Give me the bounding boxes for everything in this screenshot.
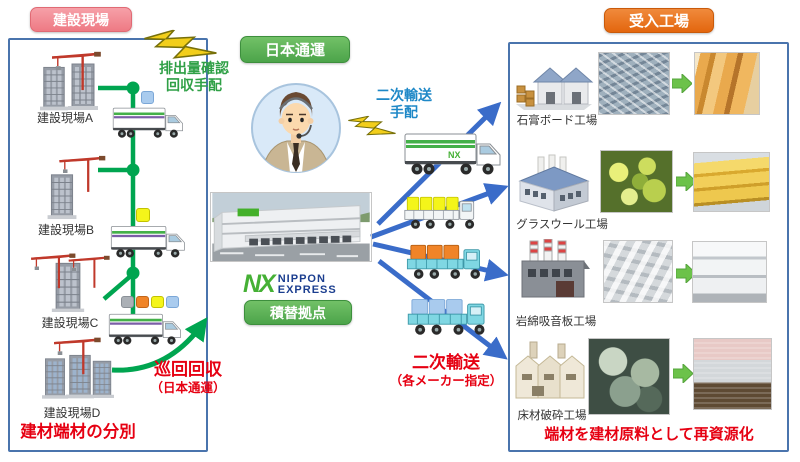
truck-icon [110,225,185,258]
separation-note: 建材端材の分別 [8,423,148,442]
receiving-factory-badge-label: 受入工場 [628,13,689,30]
nx-nippon-express-logo: NX NIPPON EXPRESS [243,270,337,299]
product-photo-glasswool [693,152,770,212]
building-crane-icon [30,252,111,312]
cargo-marker-yellow [151,296,164,308]
nx-logo-mark: NX [243,270,276,298]
cargo-marker-orange [136,296,149,308]
secondary-transport-note: 二次輸送 （各メーカー指定） [381,353,511,389]
pickup-note-line1: 排出量確認 [159,60,229,76]
scrap-photo-glasswool [600,150,673,213]
patrol-note-line2: （日本通運） [150,380,226,395]
scrap-photo-floor [588,338,670,415]
cargo-marker-blue [166,296,179,308]
site-b-label: 建設現場B [37,223,94,237]
recycling-note-text: 端材を建材原料として再資源化 [544,426,754,443]
pickup-arrangement-note: 排出量確認 回収手配 [145,60,243,93]
truck-icon [406,244,481,280]
truck-icon [108,313,181,346]
route-node-icon [126,81,140,280]
patrol-collection-arrow [111,317,208,373]
nx-logo-word1: NIPPON [277,272,326,285]
truck-icon [407,299,485,336]
factory-icon-rockwool [521,239,590,298]
warehouse-photo [210,192,372,262]
transfer-hub-badge: 積替拠点 [244,300,352,325]
transfer-hub-badge-label: 積替拠点 [270,304,326,321]
truck-icon [112,107,183,139]
construction-site-badge-label: 建設現場 [53,11,109,28]
building-crane-icon [42,336,114,400]
patrol-collection-note: 巡回回収 （日本通運） [133,360,243,396]
product-photo-floor [693,338,772,410]
recycling-note: 端材を建材原料として再資源化 [518,426,780,444]
nippon-express-badge: 日本通運 [240,36,350,63]
factory-icon-floor [515,341,585,399]
factory-label-glasswool: グラスウール工場 [516,219,608,231]
receiving-factory-badge: 受入工場 [604,8,714,33]
operator-avatar-icon [251,83,341,173]
secondary-blue-line1: 二次輸送 [376,87,432,103]
cargo-marker-gray [121,296,134,308]
truck-icon [404,196,475,230]
factory-icon-glasswool [518,154,590,212]
building-crane-icon [40,50,103,111]
factory-label-gypsum: 石膏ボード工場 [516,115,598,127]
secondary-blue-line2: 手配 [390,103,418,120]
building-crane-icon [46,154,107,220]
product-photo-gypsum [694,52,760,115]
site-d-label: 建設現場D [43,406,101,420]
factory-label-rockwool: 岩綿吸音板工場 [515,316,597,328]
truck-icon: NX [404,133,501,175]
secondary-red-line1: 二次輸送 [412,353,480,372]
flow-arrow-gypsum [376,101,502,226]
product-photo-rockwool [692,241,767,303]
factory-icon-gypsum [516,67,594,110]
scrap-photo-gypsum [598,52,670,115]
patrol-note-line1: 巡回回収 [154,360,222,379]
cargo-marker-blue [141,91,154,104]
scrap-photo-rockwool [603,240,673,303]
truck-nx-logo: NX [448,150,461,160]
site-a-label: 建設現場A [36,111,93,125]
construction-site-badge: 建設現場 [30,7,132,32]
cargo-marker-yellow [136,208,150,222]
lightning-bolt-icon [141,26,220,65]
secondary-arrangement-note: 二次輸送 手配 [362,87,446,120]
nx-logo-word2: EXPRESS [277,283,337,296]
factory-label-floor: 床材破砕工場 [517,410,587,422]
secondary-red-line2: （各メーカー指定） [389,373,503,388]
site-c-label: 建設現場C [41,316,99,330]
pickup-note-line2: 回収手配 [166,76,222,93]
nippon-express-badge-label: 日本通運 [264,42,325,59]
separation-note-text: 建材端材の分別 [20,423,136,441]
